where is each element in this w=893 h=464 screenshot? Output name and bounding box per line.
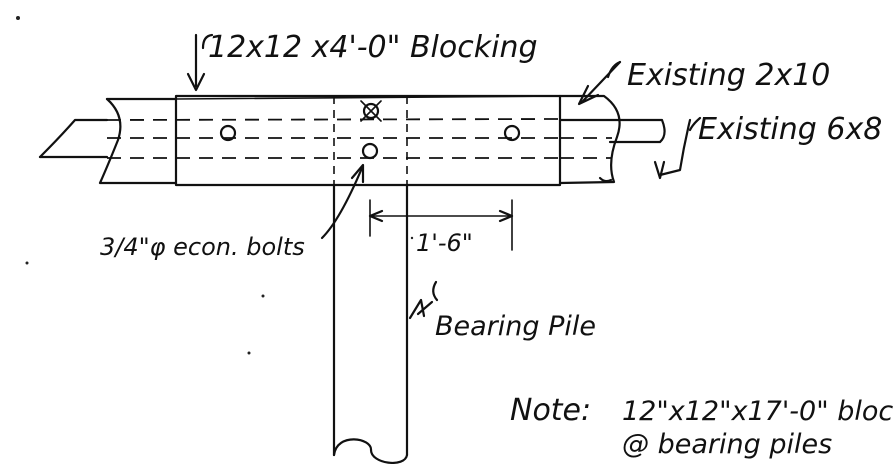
leader-lines: [186, 33, 702, 320]
bearing-pile: [332, 183, 409, 464]
hidden-lines: [106, 96, 612, 185]
existing-2x10-right: [558, 94, 621, 185]
label-bolts: 3/4"φ econ. bolts: [100, 233, 305, 261]
note-line-2: @ bearing piles: [622, 429, 832, 460]
existing-2x10-left: [98, 97, 178, 185]
note-line-1: 12"x12"x17'-0" blocki: [622, 396, 893, 427]
bolt-hole-left: [219, 124, 237, 142]
label-existing-6x: Existing 6x8: [698, 112, 882, 147]
scan-specks: [16, 16, 414, 355]
blocking-member: [174, 94, 562, 187]
bolt-crossed-symbol: [360, 100, 382, 122]
bolt-hole-right: [503, 124, 521, 142]
label-existing-2x10: Existing 2x10: [627, 58, 830, 93]
label-blocking: 12x12 x4'-0" Blocking: [208, 30, 538, 65]
note-label: Note:: [510, 393, 591, 428]
bolt-hole-center: [361, 142, 379, 160]
label-bearing-pile: Bearing Pile: [435, 311, 596, 342]
spacing-dimension: [368, 199, 514, 251]
existing-6x-beam: [38, 118, 666, 183]
bolt-holes: [219, 100, 521, 160]
label-spacing: 1'-6": [416, 229, 473, 257]
